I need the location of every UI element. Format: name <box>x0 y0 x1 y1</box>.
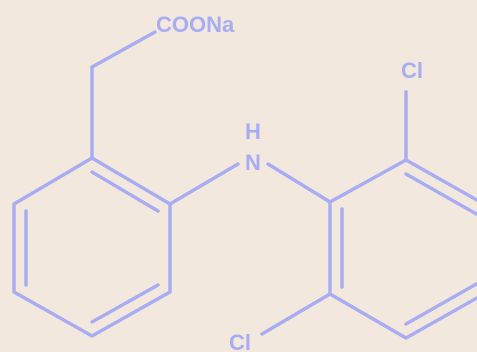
bond-nh-ring <box>266 162 332 204</box>
bond-ch2-carboxyl <box>90 30 157 69</box>
left-ring-double-bond-2 <box>90 283 160 324</box>
right-benzene-ring-lower <box>328 200 477 340</box>
right-ring-double-bond-2 <box>404 172 477 217</box>
chlorine-bottom-label: Cl <box>229 330 251 352</box>
bond-ring-cl-bottom <box>260 292 332 336</box>
carboxylate-sodium-label: COONa <box>156 12 235 37</box>
left-benzene-ring <box>12 156 172 338</box>
amine-hydrogen-label: H <box>245 119 261 144</box>
chlorine-top-label: Cl <box>401 58 423 83</box>
amine-nitrogen-label: N <box>245 150 261 175</box>
bond-ring-nh <box>168 162 240 206</box>
right-benzene-ring <box>328 158 477 204</box>
left-ring-double-bond-1 <box>90 170 160 213</box>
right-ring-double-bond-3 <box>404 281 477 326</box>
